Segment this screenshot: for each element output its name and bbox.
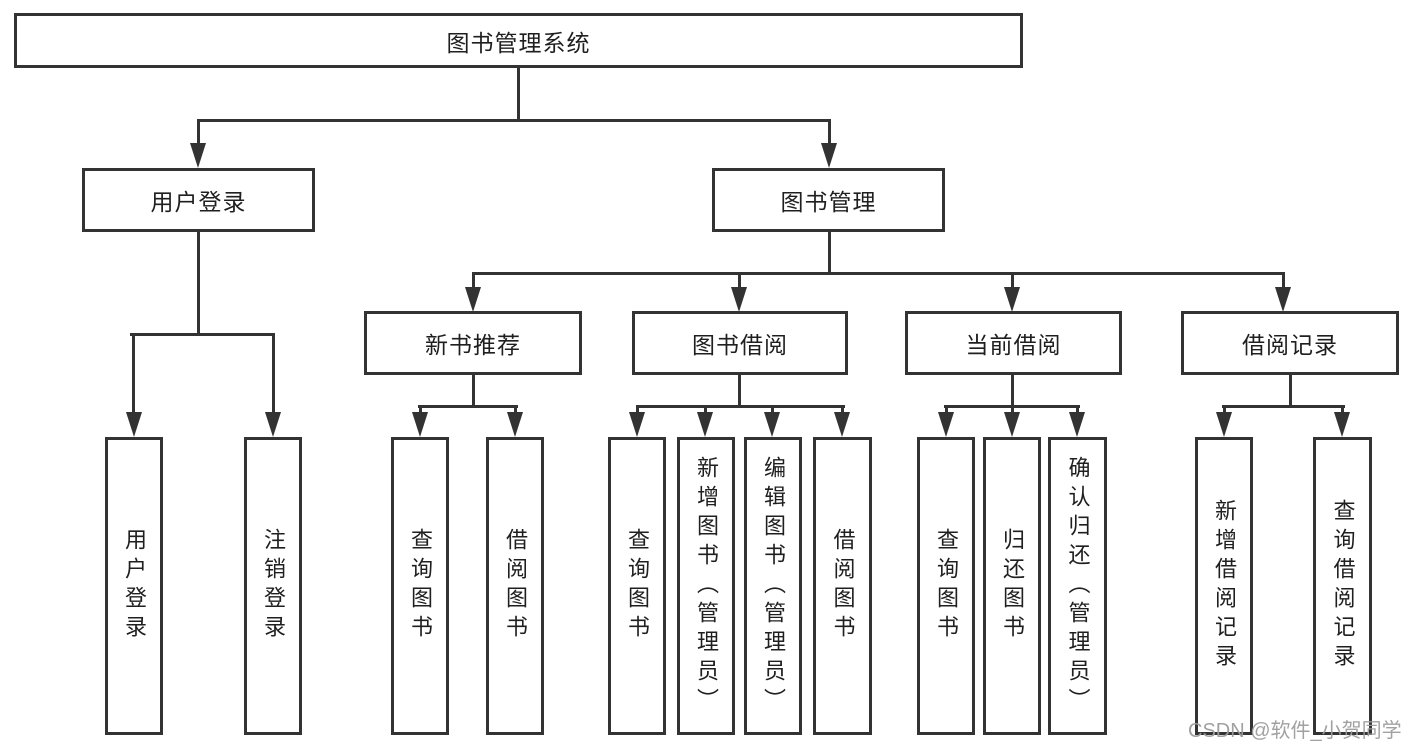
arrow-down: [697, 412, 713, 437]
node-nbr-borrow-books: 借阅图书: [486, 437, 544, 735]
connector-line: [636, 405, 845, 408]
connector-line: [130, 333, 275, 336]
connector-line: [272, 333, 275, 415]
node-bb-query-books: 查询图书: [608, 437, 666, 735]
connector-line: [1289, 375, 1292, 408]
connector-line: [1341, 405, 1344, 417]
connector-line: [1076, 405, 1079, 417]
connector-line: [828, 119, 831, 147]
node-borrowing-records-label: 借阅记录: [1242, 332, 1338, 358]
connector-line: [197, 119, 831, 122]
arrow-down: [764, 412, 780, 437]
connector-line: [841, 405, 844, 417]
connector-line: [197, 232, 200, 336]
connector-line: [1222, 405, 1345, 408]
node-book-borrowing-label: 图书借阅: [692, 332, 788, 358]
arrow-down: [629, 412, 645, 437]
connector-line: [1282, 272, 1285, 290]
connector-line: [1223, 405, 1226, 417]
node-logout-login: 注销登录: [244, 437, 302, 735]
arrow-down: [126, 412, 142, 437]
arrow-down: [265, 412, 281, 437]
node-user-login-group-label: 用户登录: [150, 189, 247, 215]
connector-line: [636, 405, 639, 417]
node-br-add-record: 新增借阅记录: [1195, 437, 1253, 735]
arrow-down: [412, 412, 428, 437]
node-cb-confirm-return: 确认归还（管理员）: [1048, 437, 1107, 735]
connector-line: [472, 272, 1285, 275]
connector-line: [1011, 272, 1014, 290]
node-bb-borrow-books-label: 借阅图书: [830, 528, 856, 644]
arrow-down: [821, 143, 837, 168]
node-br-query-record: 查询借阅记录: [1313, 437, 1372, 735]
node-br-query-record-label: 查询借阅记录: [1330, 499, 1356, 673]
connector-line: [771, 405, 774, 417]
connector-line: [1011, 405, 1014, 417]
connector-line: [419, 405, 422, 417]
node-new-book-recommend-label: 新书推荐: [425, 332, 521, 358]
watermark: CSDN @软件_小贺同学: [1188, 720, 1402, 742]
connector-line: [472, 272, 475, 290]
connector-line: [514, 405, 517, 417]
connector-line: [1011, 375, 1014, 408]
node-bb-borrow-books: 借阅图书: [813, 437, 872, 735]
connector-line: [704, 405, 707, 417]
arrow-down: [1004, 287, 1020, 312]
connector-line: [738, 272, 741, 290]
node-nbr-query-books: 查询图书: [391, 437, 449, 735]
node-nbr-borrow-books-label: 借阅图书: [503, 528, 528, 644]
arrow-down: [1275, 287, 1291, 312]
arrow-down: [507, 412, 523, 437]
node-nbr-query-books-label: 查询图书: [408, 528, 433, 644]
node-bb-add-books: 新增图书（管理员）: [677, 437, 735, 735]
node-cb-confirm-return-label: 确认归还（管理员）: [1065, 455, 1091, 717]
connector-line: [945, 405, 948, 417]
arrow-down: [190, 143, 206, 168]
connector-line: [828, 232, 831, 275]
node-book-management: 图书管理: [712, 168, 945, 232]
connector-line: [418, 405, 518, 408]
arrow-down: [465, 287, 481, 312]
connector-line: [132, 333, 135, 415]
arrow-down: [1004, 412, 1020, 437]
node-root-label: 图书管理系统: [446, 29, 591, 56]
node-book-borrowing: 图书借阅: [632, 311, 848, 375]
node-cb-query-books: 查询图书: [917, 437, 975, 735]
node-current-borrowing-label: 当前借阅: [965, 332, 1062, 358]
arrow-down: [1216, 412, 1232, 437]
node-user-login-label: 用户登录: [122, 528, 147, 644]
node-bb-edit-books: 编辑图书（管理员）: [744, 437, 802, 735]
node-bb-edit-books-label: 编辑图书（管理员）: [761, 455, 786, 717]
node-current-borrowing: 当前借阅: [905, 311, 1122, 375]
node-user-login: 用户登录: [105, 437, 163, 735]
node-borrowing-records: 借阅记录: [1181, 311, 1399, 375]
node-user-login-group: 用户登录: [82, 168, 315, 232]
connector-line: [517, 68, 520, 122]
node-book-management-label: 图书管理: [780, 189, 877, 215]
node-root: 图书管理系统: [14, 13, 1023, 68]
node-cb-return-books: 归还图书: [983, 437, 1041, 735]
arrow-down: [834, 412, 850, 437]
node-cb-query-books-label: 查询图书: [934, 528, 959, 644]
node-cb-return-books-label: 归还图书: [1000, 528, 1025, 644]
connector-line: [197, 119, 200, 147]
node-br-add-record-label: 新增借阅记录: [1212, 499, 1237, 673]
node-bb-query-books-label: 查询图书: [625, 528, 650, 644]
node-bb-add-books-label: 新增图书（管理员）: [694, 455, 719, 717]
node-new-book-recommend: 新书推荐: [364, 311, 582, 375]
arrow-down: [731, 287, 747, 312]
arrow-down: [938, 412, 954, 437]
connector-line: [738, 375, 741, 408]
arrow-down: [1069, 412, 1085, 437]
node-logout-login-label: 注销登录: [261, 528, 286, 644]
arrow-down: [1334, 412, 1350, 437]
connector-line: [472, 375, 475, 408]
